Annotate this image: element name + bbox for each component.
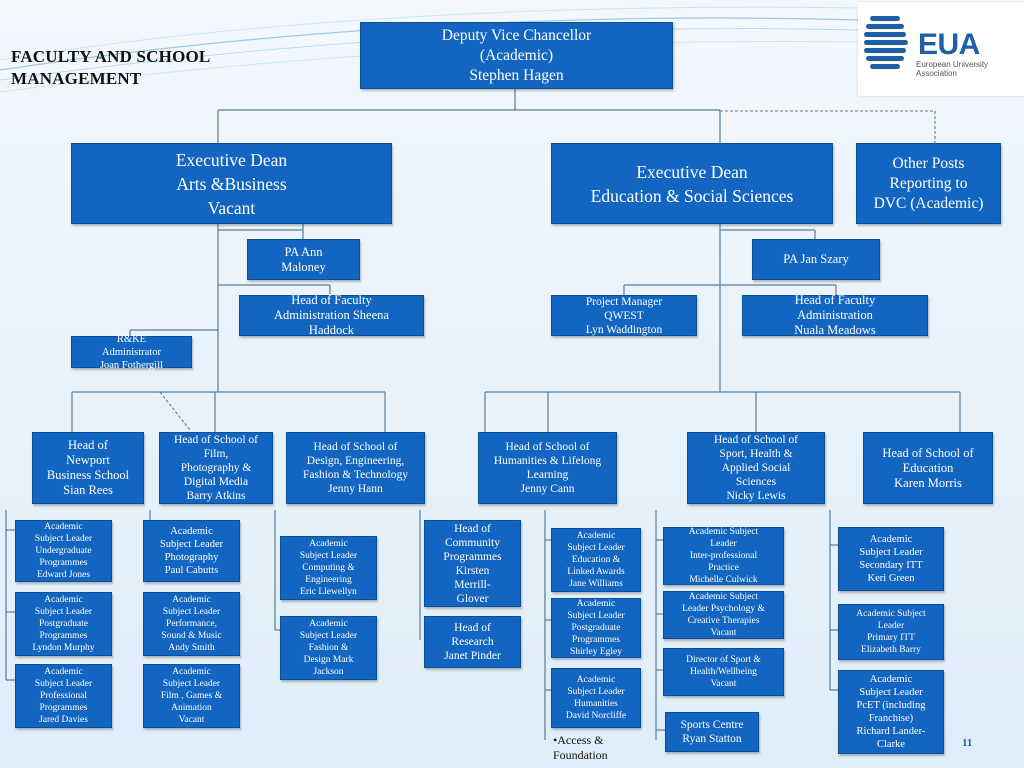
asl-computing-box: Academic Subject Leader Computing & Engi… [280, 536, 377, 600]
head-newport-business-school-box: Head of Newport Business School Sian Ree… [32, 432, 144, 504]
head-faculty-admin-sheena-box: Head of Faculty Administration Sheena Ha… [239, 293, 424, 337]
head-school-humanities-box: Head of School of Humanities & Lifelong … [478, 432, 617, 504]
project-manager-box: Project Manager QWEST Lyn Waddington [551, 295, 697, 336]
globe-icon [864, 16, 908, 69]
page-number: 11 [962, 737, 973, 749]
logo-subtitle: European University Association [916, 60, 989, 78]
director-sport-box: Director of Sport & Health/Wellbeing Vac… [663, 648, 784, 696]
head-research-box: Head of Research Janet Pinder [424, 616, 521, 668]
pa-jan-szary-box: PA Jan Szary [752, 239, 880, 280]
eua-logo: EUA European University Association [858, 2, 1024, 96]
asl-education-linked-box: Academic Subject Leader Education & Link… [551, 528, 641, 592]
head-school-design-box: Head of School of Design, Engineering, F… [286, 432, 425, 504]
exec-dean-arts-box: Executive Dean Arts &Business Vacant [71, 143, 392, 224]
head-school-sport-box: Head of School of Sport, Health & Applie… [687, 432, 825, 504]
logo-wordmark: EUA [918, 28, 980, 61]
asl-postgraduate-lyndon-box: Academic Subject Leader Postgraduate Pro… [15, 592, 112, 656]
asl-fashion-box: Academic Subject Leader Fashion & Design… [280, 616, 377, 680]
head-faculty-admin-nuala-box: Head of Faculty Administration Nuala Mea… [742, 293, 928, 337]
head-school-education-box: Head of School of Education Karen Morris [863, 432, 993, 504]
asl-photography-box: Academic Subject Leader Photography Paul… [143, 520, 240, 582]
head-school-film-box: Head of School of Film, Photography & Di… [159, 432, 273, 504]
dvc-box: Deputy Vice Chancellor (Academic) Stephe… [360, 22, 673, 89]
asl-professional-box: Academic Subject Leader Professional Pro… [15, 664, 112, 728]
asl-performance-box: Academic Subject Leader Performance, Sou… [143, 592, 240, 656]
asl-pcet-box: Academic Subject Leader PcET (including … [838, 670, 944, 754]
other-posts-box: Other Posts Reporting to DVC (Academic) [856, 143, 1001, 224]
asl-postgraduate-shirley-box: Academic Subject Leader Postgraduate Pro… [551, 598, 641, 658]
rke-administrator-box: R&KE Administrator Joan Fothergill [71, 334, 192, 371]
exec-dean-education-box: Executive Dean Education & Social Scienc… [551, 143, 833, 224]
access-foundation-note: •Access & Foundation [553, 733, 608, 762]
asl-humanities-box: Academic Subject Leader Humanities David… [551, 668, 641, 728]
asl-film-games-box: Academic Subject Leader Film , Games & A… [143, 664, 240, 728]
asl-interprofessional-box: Academic Subject Leader Inter-profession… [663, 527, 784, 585]
asl-undergraduate-box: Academic Subject Leader Undergraduate Pr… [15, 520, 112, 582]
sports-centre-box: Sports Centre Ryan Statton [665, 712, 759, 752]
pa-ann-maloney-box: PA Ann Maloney [247, 239, 360, 280]
head-community-programmes-box: Head of Community Programmes Kirsten Mer… [424, 520, 521, 607]
asl-primary-itt-box: Academic Subject Leader Primary ITT Eliz… [838, 604, 944, 660]
asl-secondary-itt-box: Academic Subject Leader Secondary ITT Ke… [838, 527, 944, 591]
page-title: FACULTY AND SCHOOL MANAGEMENT [11, 47, 211, 88]
asl-psychology-box: Academic Subject Leader Psychology & Cre… [663, 591, 784, 639]
